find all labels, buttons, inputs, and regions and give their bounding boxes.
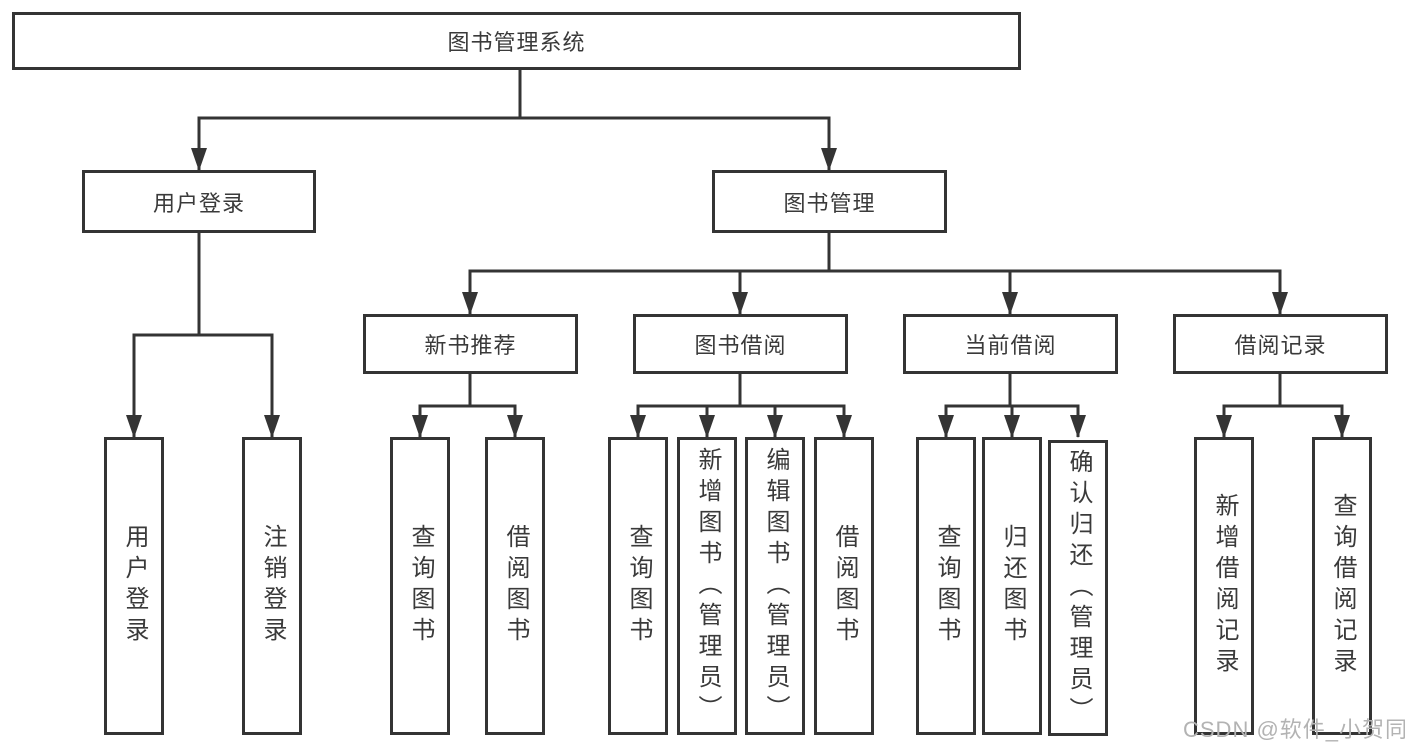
- leaf-cb-query-books: 查询图书: [916, 437, 976, 735]
- leaf-logout-label: 注销登录: [259, 524, 286, 648]
- csdn-watermark: CSDN @软件_小贺同学: [1183, 717, 1405, 742]
- leaf-logout: 注销登录: [242, 437, 302, 735]
- leaf-bb-add-books-admin: 新增图书（管理员）: [677, 437, 737, 735]
- node-new-book-recommend-label: 新书推荐: [424, 333, 517, 358]
- leaf-bb-edit-books-admin-label: 编辑图书（管理员）: [762, 446, 789, 726]
- node-book-borrowing: 图书借阅: [633, 314, 848, 374]
- node-book-borrowing-label: 图书借阅: [694, 333, 787, 358]
- leaf-cb-query-books-label: 查询图书: [933, 524, 960, 648]
- node-current-borrowing-label: 当前借阅: [964, 333, 1057, 358]
- node-borrow-records: 借阅记录: [1173, 314, 1388, 374]
- node-user-login-label: 用户登录: [152, 190, 245, 216]
- leaf-nbr-borrow-books-label: 借阅图书: [502, 524, 529, 648]
- leaf-nbr-query-books-label: 查询图书: [407, 524, 434, 648]
- node-root-label: 图书管理系统: [447, 30, 586, 55]
- leaf-cb-return-books: 归还图书: [982, 437, 1042, 735]
- node-borrow-records-label: 借阅记录: [1234, 333, 1327, 358]
- leaf-user-login: 用户登录: [104, 437, 164, 735]
- leaf-nbr-borrow-books: 借阅图书: [485, 437, 545, 735]
- leaf-nbr-query-books: 查询图书: [390, 437, 450, 735]
- leaf-bb-edit-books-admin: 编辑图书（管理员）: [745, 437, 805, 735]
- leaf-br-add-record: 新增借阅记录: [1194, 437, 1254, 735]
- leaf-br-query-record-label: 查询借阅记录: [1329, 493, 1356, 679]
- node-new-book-recommend: 新书推荐: [363, 314, 578, 374]
- leaf-bb-query-books-label: 查询图书: [625, 524, 652, 648]
- leaf-user-login-label: 用户登录: [121, 524, 148, 648]
- leaf-cb-confirm-return-admin-label: 确认归还（管理员）: [1065, 448, 1092, 728]
- leaf-bb-query-books: 查询图书: [608, 437, 668, 735]
- leaf-br-query-record: 查询借阅记录: [1312, 437, 1372, 735]
- node-current-borrowing: 当前借阅: [903, 314, 1118, 374]
- node-book-management: 图书管理: [712, 170, 947, 233]
- node-book-management-label: 图书管理: [783, 190, 876, 216]
- leaf-bb-borrow-books: 借阅图书: [814, 437, 874, 735]
- leaf-cb-return-books-label: 归还图书: [999, 524, 1026, 648]
- leaf-cb-confirm-return-admin: 确认归还（管理员）: [1048, 440, 1108, 736]
- node-root: 图书管理系统: [12, 12, 1021, 70]
- leaf-br-add-record-label: 新增借阅记录: [1211, 493, 1238, 679]
- leaf-bb-borrow-books-label: 借阅图书: [831, 524, 858, 648]
- leaf-bb-add-books-admin-label: 新增图书（管理员）: [694, 446, 721, 726]
- node-user-login: 用户登录: [82, 170, 316, 233]
